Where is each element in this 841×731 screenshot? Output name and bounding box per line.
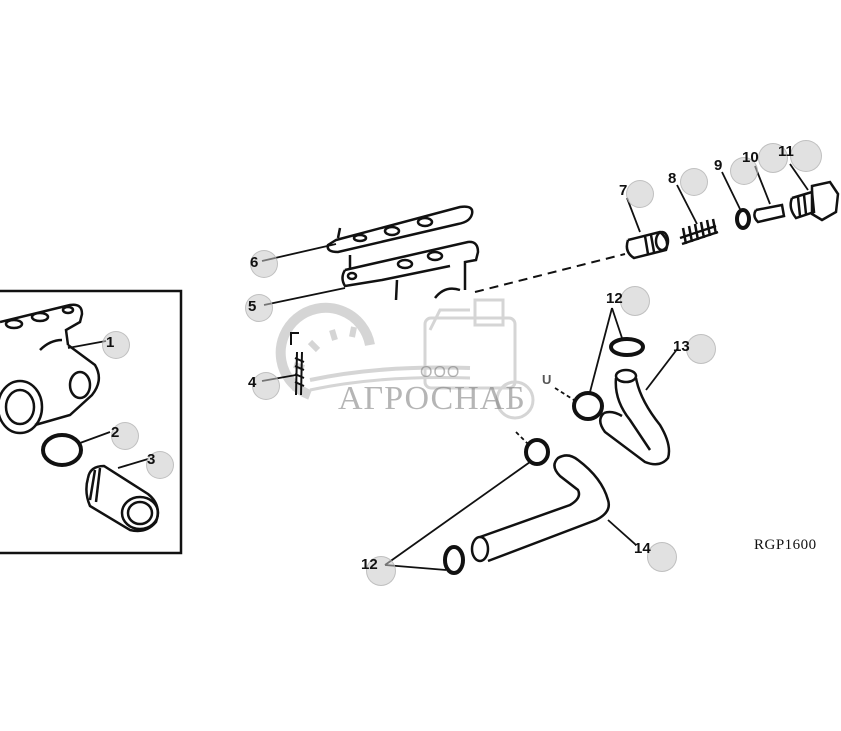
- hotspot-12-lower[interactable]: [366, 556, 396, 586]
- hotspot-7[interactable]: [626, 180, 654, 208]
- part-12-o-ring-lower-a: [524, 438, 550, 466]
- hotspot-3[interactable]: [146, 451, 174, 479]
- callout-14: 14: [634, 540, 651, 557]
- reference-code: RGP1600: [754, 537, 817, 553]
- callout-9: 9: [714, 157, 723, 174]
- part-5-bracket: [341, 240, 480, 301]
- hotspot-9[interactable]: [730, 157, 758, 185]
- hotspot-1[interactable]: [102, 331, 130, 359]
- callout-6: 6: [250, 254, 259, 271]
- callout-10: 10: [742, 149, 759, 166]
- hotspot-6[interactable]: [250, 250, 278, 278]
- hotspot-11[interactable]: [790, 140, 822, 172]
- callout-5: 5: [248, 298, 257, 315]
- part-11-plug: [789, 180, 840, 222]
- callout-13: 13: [673, 338, 690, 355]
- alignment-dashed-line: [474, 253, 626, 293]
- part-12-o-ring-lower-b: [443, 545, 465, 575]
- part-8-spring: [679, 218, 719, 246]
- hotspot-14[interactable]: [647, 542, 677, 572]
- callout-8: 8: [668, 170, 677, 187]
- watermark-name: АГРОСНАБ: [338, 380, 526, 417]
- callout-12-lower: 12: [361, 556, 378, 573]
- part-6-gasket: [326, 205, 474, 254]
- watermark-prefix: ООО: [420, 364, 461, 381]
- u-marker: U: [542, 372, 552, 387]
- inset-frame: [0, 289, 183, 555]
- callout-7: 7: [619, 182, 628, 199]
- part-14-tube-lower: [470, 454, 610, 563]
- part-13-tube-upper: [599, 368, 671, 466]
- hotspot-13[interactable]: [686, 334, 716, 364]
- hotspot-8[interactable]: [680, 168, 708, 196]
- callout-2: 2: [111, 424, 120, 441]
- callout-4: 4: [248, 374, 257, 391]
- part-1-housing: [0, 303, 101, 435]
- part-12-o-ring-upper-b: [572, 391, 604, 421]
- part-3-sleeve: [85, 464, 160, 533]
- callout-3: 3: [147, 451, 156, 468]
- hotspot-4[interactable]: [252, 372, 280, 400]
- hotspot-10[interactable]: [758, 143, 788, 173]
- part-12-o-ring-upper-a: [609, 337, 645, 357]
- part-10-pin: [753, 203, 786, 224]
- part-9-washer: [735, 208, 751, 230]
- hotspot-12-upper[interactable]: [620, 286, 650, 316]
- part-7-fitting: [625, 230, 670, 260]
- callout-1: 1: [106, 334, 115, 351]
- hotspot-2[interactable]: [111, 422, 139, 450]
- callout-11: 11: [778, 143, 794, 160]
- part-4-cap-screw: [290, 332, 305, 396]
- part-2-o-ring: [41, 433, 83, 467]
- hotspot-5[interactable]: [245, 294, 273, 322]
- callout-12-upper: 12: [606, 290, 623, 307]
